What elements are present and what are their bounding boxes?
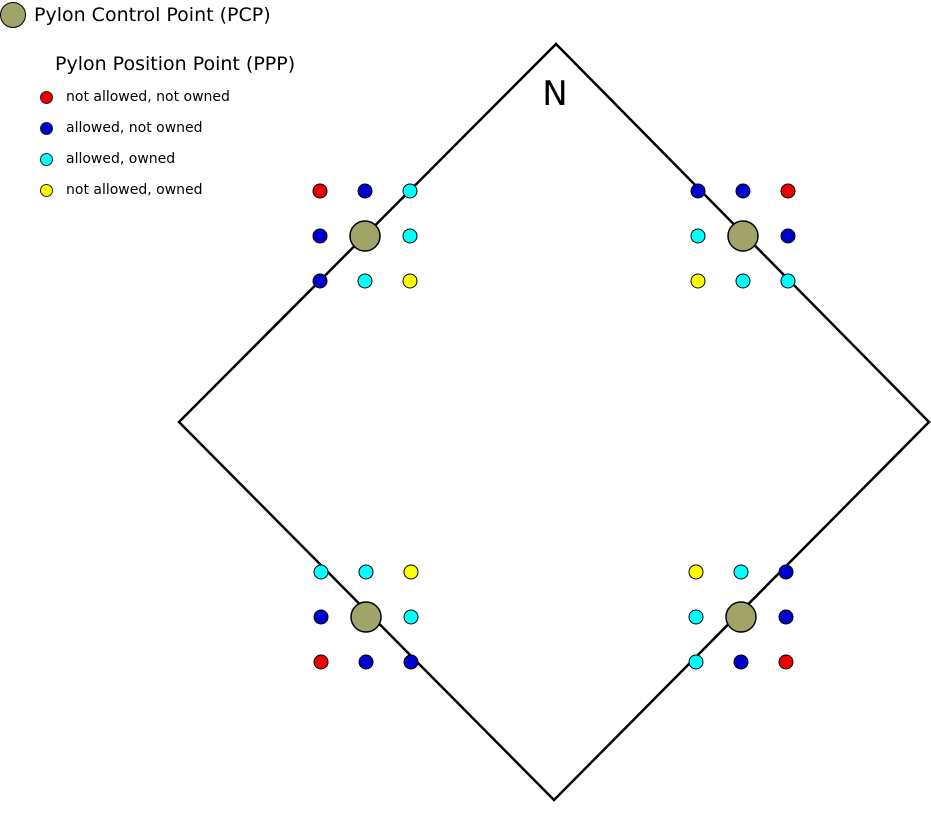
ppp-northeast-r1c3-red	[780, 183, 796, 199]
ppp-legend-item-label: not allowed, owned	[66, 182, 203, 198]
pcp-southwest	[350, 601, 382, 633]
pcp-northeast	[727, 220, 759, 252]
pcp-legend-label: Pylon Control Point (PCP)	[34, 4, 271, 26]
ppp-legend-dot-icon	[40, 90, 53, 104]
ppp-northwest-r3c3-yellow	[402, 273, 418, 289]
ppp-southwest-r2c1-blue	[313, 609, 329, 625]
ppp-northwest-r2c3-cyan	[402, 228, 418, 244]
pcp-southeast	[725, 601, 757, 633]
ppp-legend-title: Pylon Position Point (PPP)	[55, 53, 296, 75]
ppp-southwest-r3c3-blue	[403, 654, 419, 670]
pcp-northwest	[349, 220, 381, 252]
ppp-northeast-r3c1-yellow	[690, 273, 706, 289]
ppp-legend-dot-icon	[40, 121, 53, 135]
ppp-northeast-r3c2-cyan	[735, 273, 751, 289]
ppp-southwest-r3c1-red	[313, 654, 329, 670]
ppp-northwest-r2c1-blue	[312, 228, 328, 244]
ppp-northeast-r2c3-blue	[780, 228, 796, 244]
ppp-southwest-r1c2-cyan	[358, 564, 374, 580]
ppp-southwest-r1c3-yellow	[403, 564, 419, 580]
ppp-northwest-r1c1-red	[312, 183, 328, 199]
ppp-northeast-r1c2-blue	[735, 183, 751, 199]
ppp-legend-list: not allowed, not owned allowed, not owne…	[0, 89, 295, 198]
ppp-northeast-r1c1-blue	[690, 183, 706, 199]
ppp-southwest-r1c1-cyan	[313, 564, 329, 580]
ppp-legend-item-yellow: not allowed, owned	[40, 182, 295, 198]
ppp-northwest-r1c3-cyan	[402, 183, 418, 199]
ppp-southeast-r3c2-blue	[733, 654, 749, 670]
pcp-swatch-icon	[0, 2, 26, 28]
ppp-legend-item-label: not allowed, not owned	[66, 89, 230, 105]
ppp-southeast-r1c1-yellow	[688, 564, 704, 580]
ppp-southeast-r2c1-cyan	[688, 609, 704, 625]
ppp-southwest-r3c2-blue	[358, 654, 374, 670]
course-diamond-outline	[177, 42, 931, 802]
north-label: N	[542, 74, 567, 114]
ppp-legend-item-red: not allowed, not owned	[40, 89, 295, 105]
ppp-legend-dot-icon	[40, 183, 53, 197]
ppp-southeast-r1c3-blue	[778, 564, 794, 580]
ppp-legend-item-label: allowed, owned	[66, 151, 176, 167]
ppp-northwest-r1c2-blue	[357, 183, 373, 199]
ppp-legend-item-cyan: allowed, owned	[40, 151, 295, 167]
legend: Pylon Control Point (PCP) Pylon Position…	[0, 2, 295, 213]
ppp-southeast-r1c2-cyan	[733, 564, 749, 580]
ppp-southeast-r3c1-cyan	[688, 654, 704, 670]
ppp-legend-item-label: allowed, not owned	[66, 120, 203, 136]
ppp-northwest-r3c2-cyan	[357, 273, 373, 289]
ppp-southeast-r2c3-blue	[778, 609, 794, 625]
pcp-legend-row: Pylon Control Point (PCP)	[0, 2, 295, 28]
ppp-southeast-r3c3-red	[778, 654, 794, 670]
ppp-southwest-r2c3-cyan	[403, 609, 419, 625]
ppp-legend-item-blue: allowed, not owned	[40, 120, 295, 136]
ppp-northeast-r3c3-cyan	[780, 273, 796, 289]
ppp-northwest-r3c1-blue	[312, 273, 328, 289]
ppp-northeast-r2c1-cyan	[690, 228, 706, 244]
ppp-legend-dot-icon	[40, 152, 53, 166]
